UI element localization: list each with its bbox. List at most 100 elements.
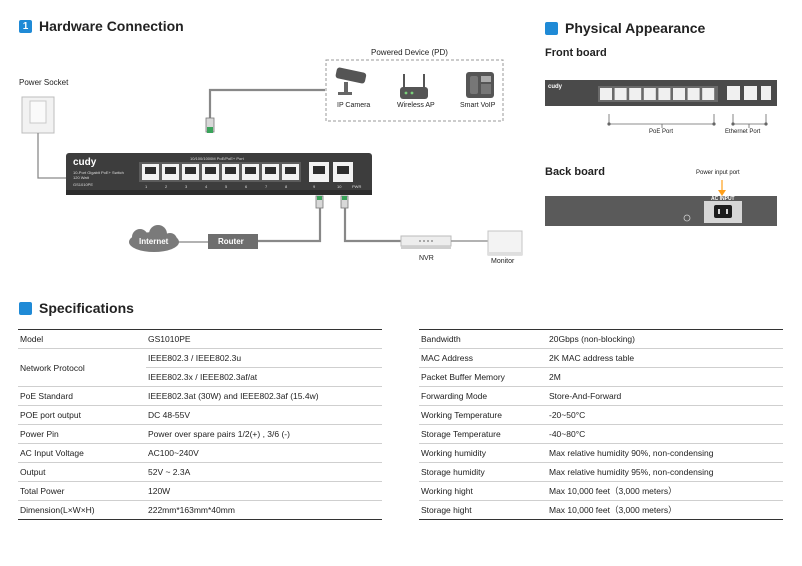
specs-section-title: Specifications	[19, 300, 134, 316]
spec-value: Max 10,000 feet（3,000 meters）	[547, 500, 783, 520]
internet-cloud-icon	[129, 225, 179, 252]
switch-model-line1: 10-Port Gigabit PoE+ Switch	[73, 170, 124, 175]
spec-key: Bandwidth	[419, 329, 547, 349]
switch-model-code: GS1010PE	[73, 182, 94, 187]
voip-phone-icon	[466, 72, 494, 98]
spec-key: POE port output	[18, 405, 146, 425]
poe-port-socket	[245, 167, 256, 174]
ip-camera-icon	[335, 67, 367, 95]
front-board-callouts	[608, 114, 767, 128]
poe-port-socket	[165, 167, 176, 174]
front-poe-port	[702, 88, 715, 100]
spec-key: Storage hight	[419, 500, 547, 520]
front-board-device	[545, 80, 777, 106]
poe-port-socket	[285, 167, 296, 174]
port-number-label: 6	[245, 184, 248, 189]
rj45-plug-top	[205, 117, 215, 133]
wireless-ap-icon	[400, 74, 428, 99]
switch-model-line2: 120 Watt	[73, 175, 89, 180]
router-cable	[258, 208, 322, 243]
port-number-label: 5	[225, 184, 228, 189]
spec-key: Network Protocol	[18, 348, 146, 387]
spec-value: AC100~240V	[146, 443, 382, 463]
port-number-label: 8	[285, 184, 288, 189]
spec-key: Dimension(L×W×H)	[18, 500, 146, 520]
router-label: Router	[218, 237, 244, 246]
spec-value: IEEE802.3at (30W) and IEEE802.3af (15.4w…	[146, 386, 382, 406]
hardware-diagram	[21, 59, 777, 256]
spec-value: IEEE802.3x / IEEE802.3af/at	[146, 367, 382, 387]
switch-brand-logo: cudy	[73, 157, 97, 168]
poe-port-socket	[225, 167, 236, 174]
monitor-label: Monitor	[491, 258, 515, 265]
spec-value: 2M	[547, 367, 783, 387]
section-number-badge: 1	[19, 19, 32, 33]
spec-key: Working humidity	[419, 443, 547, 463]
smart-voip-label: Smart VoIP	[460, 102, 496, 109]
ip-camera-label: IP Camera	[337, 102, 371, 109]
power-cable	[37, 133, 68, 179]
front-poe-port	[643, 88, 656, 100]
hardware-section-title: 1 Hardware Connection	[19, 18, 184, 34]
power-input-port-label: Power input port	[696, 170, 740, 176]
spec-key: Output	[18, 462, 146, 482]
ac-input-label: AC INPUT	[711, 196, 735, 202]
front-board-brand: cudy	[548, 84, 563, 90]
port-number-label: 10	[337, 184, 342, 189]
specs-title: Specifications	[39, 300, 134, 316]
spec-value: Max 10,000 feet（3,000 meters）	[547, 481, 783, 501]
port-number-label: 1	[145, 184, 148, 189]
spec-value: Power over spare pairs 1/2(+) , 3/6 (-)	[146, 424, 382, 444]
spec-value: -20~50°C	[547, 405, 783, 425]
port-number-label: 2	[165, 184, 168, 189]
poe-port-socket	[185, 167, 196, 174]
rj45-plug-port10	[340, 195, 349, 209]
spec-value: Max relative humidity 95%, non-condensin…	[547, 462, 783, 482]
table-row: Working Temperature-20~50°C	[419, 405, 783, 425]
pd-title-label: Powered Device (PD)	[371, 48, 448, 57]
front-poe-port	[673, 88, 685, 100]
spec-key: AC Input Voltage	[18, 443, 146, 463]
physical-title: Physical Appearance	[565, 20, 706, 36]
spec-key: Forwarding Mode	[419, 386, 547, 406]
spec-value: DC 48-55V	[146, 405, 382, 425]
physical-section-title: Physical Appearance	[545, 20, 705, 36]
nvr-device	[400, 235, 452, 249]
spec-key: Storage Temperature	[419, 424, 547, 444]
nvr-label: NVR	[419, 255, 434, 262]
front-poe-port	[614, 88, 627, 100]
router-box	[208, 234, 258, 249]
poe-port-socket	[205, 167, 216, 174]
internet-label: Internet	[139, 237, 169, 246]
port-number-label: 7	[265, 184, 268, 189]
poe-port-socket	[145, 167, 156, 174]
switch-pwr-label: PWR	[352, 184, 362, 189]
spec-value: Max relative humidity 90%, non-condensin…	[547, 443, 783, 463]
spec-key: Power Pin	[18, 424, 146, 444]
spec-value: 120W	[146, 481, 382, 501]
table-row: Dimension(L×W×H)222mm*163mm*40mm	[18, 500, 382, 520]
spec-key: MAC Address	[419, 348, 547, 368]
rj45-plug-port9	[315, 195, 324, 209]
pd-box	[325, 59, 504, 122]
spec-value: 52V ~ 2.3A	[146, 462, 382, 482]
back-board-title: Back board	[545, 166, 605, 178]
front-poe-port	[629, 88, 642, 100]
port-number-label: 3	[185, 184, 188, 189]
front-poe-port	[658, 88, 671, 100]
